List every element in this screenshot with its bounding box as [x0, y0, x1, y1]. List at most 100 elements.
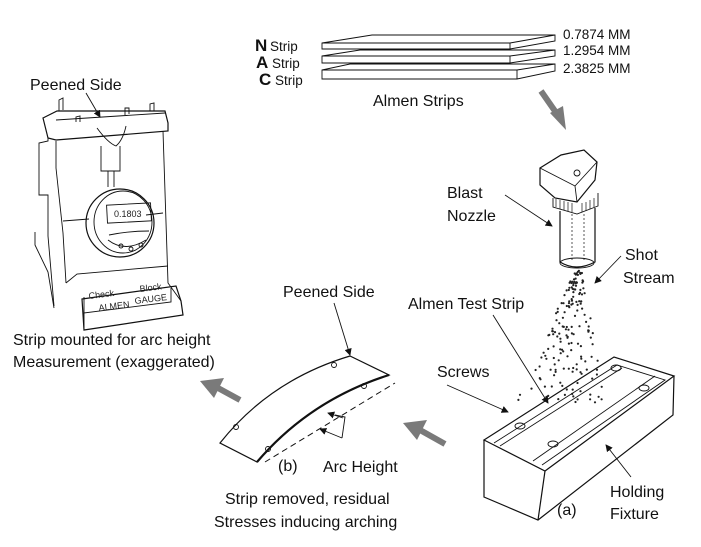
shot-label-line2: Stream: [623, 270, 675, 287]
shot-particle: [565, 388, 568, 391]
shot-particle: [575, 300, 578, 303]
shot-particle: [555, 319, 558, 322]
shot-particle: [551, 327, 554, 330]
shot-particle: [571, 287, 574, 290]
shot-particle: [576, 309, 579, 312]
flow-arrow-down-icon: [538, 89, 566, 130]
shot-stream: [517, 269, 603, 404]
shot-particle: [573, 314, 577, 317]
blast-nozzle-pointer: [504, 194, 553, 227]
shot-particle: [542, 351, 545, 354]
shot-particle: [558, 322, 561, 325]
shot-particle: [563, 393, 567, 396]
thickness-n: 0.7874 MM: [563, 27, 631, 42]
shot-particle: [580, 372, 583, 375]
shot-particle: [584, 360, 587, 363]
shot-particle: [572, 333, 575, 336]
shot-particle: [539, 378, 542, 381]
shot-particle: [560, 348, 564, 351]
fixture-label-line2: Fixture: [610, 506, 659, 523]
shot-particle: [583, 292, 586, 295]
shot-particle: [579, 371, 582, 374]
shot-particle: [569, 280, 572, 283]
panel-a-tag: (a): [557, 502, 577, 519]
gauge-display-value: 0.1803: [114, 209, 142, 219]
shot-particle: [558, 332, 561, 335]
test-strip-label: Almen Test Strip: [408, 296, 524, 313]
shot-particle: [557, 359, 560, 362]
gauge-caption-line2: Measurement (exaggerated): [13, 354, 215, 371]
shot-particle: [552, 356, 555, 360]
shot-particle: [574, 400, 577, 404]
screws-label: Screws: [437, 364, 489, 381]
shot-particle: [562, 350, 565, 353]
shot-particle: [570, 341, 573, 345]
shot-particle: [565, 304, 568, 308]
shot-particle: [565, 289, 568, 292]
shot-particle: [595, 368, 599, 371]
shot-particle: [572, 278, 576, 281]
shot-particle: [572, 366, 575, 370]
shot-particle: [567, 305, 570, 308]
thickness-c: 2.3825 MM: [563, 61, 631, 76]
shot-particle: [567, 342, 571, 345]
shot-particle: [552, 345, 555, 348]
shot-particle: [597, 395, 600, 398]
shot-particle: [565, 325, 568, 329]
holding-fixture: [482, 356, 676, 521]
strip-suffix-n: Strip: [270, 39, 298, 54]
shot-particle: [547, 347, 550, 350]
almen-strips-title: Almen Strips: [373, 93, 464, 110]
blast-label-line2: Nozzle: [447, 208, 496, 225]
shot-particle: [573, 272, 576, 275]
shot-particle: [567, 302, 571, 305]
shot-particle: [552, 333, 555, 336]
shot-particle: [559, 381, 562, 384]
shot-particle: [576, 342, 580, 345]
shot-particle: [517, 398, 520, 401]
shot-particle: [589, 336, 592, 339]
shot-particle: [578, 325, 581, 328]
shot-particle: [561, 384, 564, 387]
shot-particle: [566, 355, 569, 358]
shot-particle: [579, 345, 583, 348]
shot-particle: [571, 388, 574, 391]
shot-particle: [574, 284, 578, 287]
shot-particle: [591, 332, 594, 335]
shot-particle: [553, 374, 556, 377]
shot-particle: [585, 320, 588, 323]
shot-particle: [570, 325, 573, 328]
strip-caption-line1: Strip removed, residual: [225, 491, 390, 508]
shot-particle: [580, 271, 584, 275]
shot-particle: [591, 377, 594, 380]
shot-particle: [530, 387, 533, 390]
shot-particle: [568, 286, 571, 289]
strip-peened-side-label: Peened Side: [283, 284, 375, 301]
shot-particle: [534, 368, 537, 372]
shot-label-line1: Shot: [625, 247, 658, 264]
shot-particle: [571, 280, 574, 283]
strip-thickness-labels: 0.7874 MM 1.2954 MM 2.3825 MM: [563, 27, 631, 76]
shot-particle: [579, 288, 582, 291]
shot-particle: [585, 368, 588, 371]
shot-particle: [577, 269, 581, 272]
shot-particle: [575, 368, 578, 371]
gauge-check-label: Check: [88, 288, 115, 301]
shot-particle: [583, 313, 586, 316]
shot-particle: [591, 343, 594, 346]
strip-caption-line2: Stresses inducing arching: [214, 514, 397, 531]
shot-particle: [556, 335, 559, 338]
shot-particle: [580, 357, 583, 360]
gauge-block-label: Block: [139, 281, 163, 294]
shot-particle: [593, 401, 597, 404]
shot-particle: [579, 390, 582, 393]
strip-suffix-c: Strip: [275, 73, 303, 88]
blast-nozzle: [539, 149, 599, 269]
almen-strips-group: N Strip A Strip C Strip 0.7874 MM 1.2954…: [255, 27, 631, 110]
shot-particle: [572, 284, 575, 287]
shot-particle: [578, 300, 581, 303]
shot-particle: [580, 293, 584, 296]
shot-particle: [570, 349, 573, 352]
shot-particle: [600, 385, 603, 388]
